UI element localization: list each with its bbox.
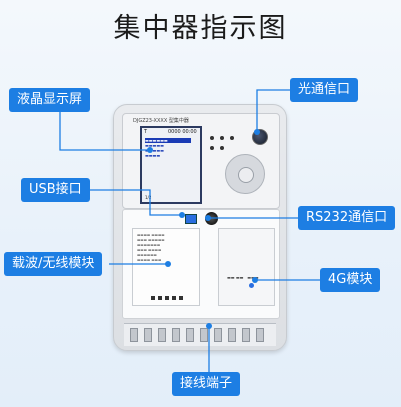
terminal: [172, 328, 180, 342]
leader-optical: [256, 89, 290, 132]
module-4g-led: [249, 283, 254, 288]
upper-panel: DJGZ23-XXXX 型集中器 T 0000 00:00 ▬▬▬▬▬▬ ▬▬▬…: [122, 113, 280, 209]
label-rs232: RS232通信口: [298, 206, 396, 230]
lcd-menu-line: ▬▬▬▬▬: [145, 148, 164, 153]
terminal: [130, 328, 138, 342]
leader-dot: [252, 277, 258, 283]
terminal: [242, 328, 250, 342]
led: [220, 146, 224, 150]
leader-dot: [254, 129, 260, 135]
terminal: [228, 328, 236, 342]
label-carrier: 载波/无线模块: [4, 252, 103, 276]
label-optical: 光通信口: [290, 78, 359, 102]
led: [220, 136, 224, 140]
leader-dot: [205, 215, 211, 221]
keypad-center-button[interactable]: [238, 167, 254, 183]
module-text: ▬▬▬▬ ▬▬▬▬▬▬▬ ▬▬▬▬▬▬▬▬▬▬▬▬▬▬▬ ▬▬▬▬▬▬▬▬▬▬▬…: [137, 233, 165, 262]
page-title: 集中器指示图: [113, 13, 288, 44]
module-leds: [151, 285, 195, 300]
led: [230, 136, 234, 140]
4g-module: ▬▬ ▬▬ ▬▬▬: [218, 228, 275, 306]
lcd-menu: ▬▬▬▬▬▬ ▬▬▬▬▬ ▬▬▬▬▬ ▬▬▬▬: [145, 138, 191, 158]
indicator-leds: [210, 136, 250, 160]
label-4g: 4G模块: [320, 268, 381, 292]
lcd-status: T: [144, 129, 148, 135]
lcd-page: 1/2: [145, 195, 152, 200]
carrier-module: ▬▬▬▬ ▬▬▬▬▬▬▬ ▬▬▬▬▬▬▬▬▬▬▬▬▬▬▬ ▬▬▬▬▬▬▬▬▬▬▬…: [132, 228, 200, 306]
model-text: DJGZ23-XXXX 型集中器: [133, 118, 189, 124]
leader-usb: [88, 189, 182, 216]
label-terminal: 接线端子: [172, 372, 241, 396]
leader-lcd: [59, 112, 150, 151]
lcd-number: 0000 00:00: [168, 129, 197, 135]
concentrator-device: DJGZ23-XXXX 型集中器 T 0000 00:00 ▬▬▬▬▬▬ ▬▬▬…: [113, 104, 287, 351]
usb-port-icon: [185, 214, 197, 224]
label-lcd: 液晶显示屏: [9, 88, 91, 112]
led: [210, 146, 214, 150]
leader-dot: [147, 147, 153, 153]
leader-dot: [179, 212, 185, 218]
terminal: [214, 328, 222, 342]
lcd-menu-line: ▬▬▬▬▬▬: [145, 138, 191, 143]
module-4g-text: ▬▬ ▬▬ ▬▬▬: [227, 275, 259, 280]
terminal: [256, 328, 264, 342]
led: [210, 136, 214, 140]
terminal: [200, 328, 208, 342]
leader-dot: [206, 323, 212, 329]
terminal: [158, 328, 166, 342]
terminal-block: [124, 323, 276, 346]
terminal: [186, 328, 194, 342]
lcd-menu-line: ▬▬▬▬: [145, 153, 161, 158]
lcd-screen: T 0000 00:00 ▬▬▬▬▬▬ ▬▬▬▬▬ ▬▬▬▬▬ ▬▬▬▬ 1/2: [140, 126, 202, 204]
leader-dot: [165, 261, 171, 267]
label-usb: USB接口: [21, 178, 90, 202]
terminal: [144, 328, 152, 342]
keypad[interactable]: [225, 154, 265, 194]
lcd-menu-line: ▬▬▬▬▬: [145, 143, 164, 148]
